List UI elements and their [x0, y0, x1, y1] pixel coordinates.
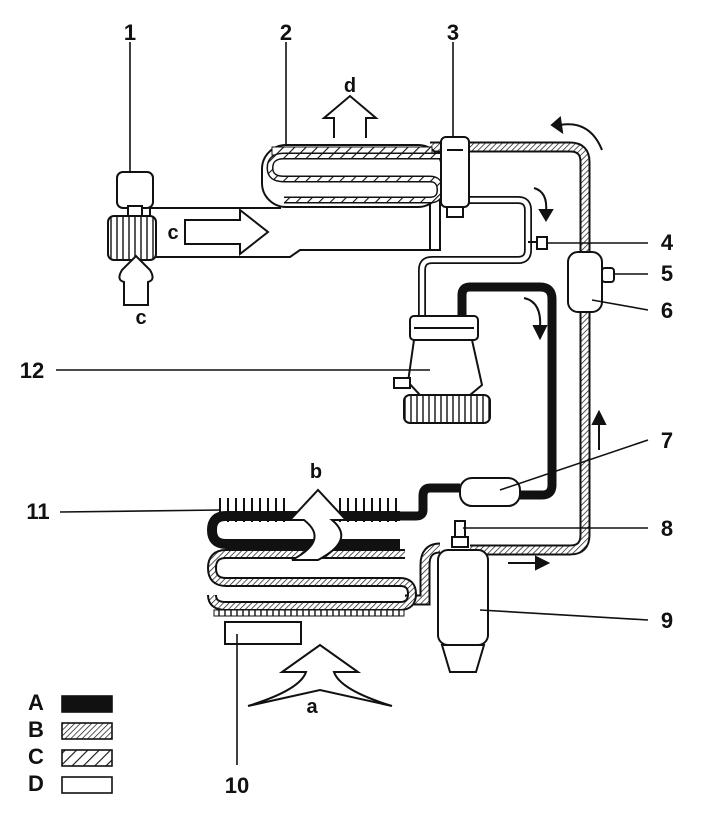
- expansion-valve: [440, 136, 470, 218]
- callout-3: 3: [447, 20, 459, 45]
- compressor: [393, 315, 491, 424]
- callout-8: 8: [661, 516, 673, 541]
- condenser: [206, 498, 418, 617]
- callout-11: 11: [26, 499, 49, 524]
- condenser-fan-unit: [224, 621, 302, 645]
- blower-motor: [107, 171, 157, 261]
- callout-1: 1: [124, 20, 136, 45]
- airflow-arrow-d: [321, 94, 379, 138]
- legend-swatch-b: [61, 722, 113, 740]
- callout-4: 4: [661, 230, 674, 255]
- legend-key-b: B: [28, 717, 44, 742]
- airflow-arrow-c-inlet: [118, 254, 154, 306]
- receiver-drier: [567, 251, 603, 313]
- callout-12: 12: [20, 358, 44, 383]
- callout-leader-lines: [56, 42, 649, 765]
- legend-swatch-a: [61, 695, 113, 713]
- callout-2: 2: [280, 20, 292, 45]
- evaporator: [261, 144, 444, 208]
- legend-swatch-c: [61, 749, 113, 767]
- flow-label-b: b: [310, 461, 322, 483]
- legend: A B C D: [28, 690, 113, 796]
- high-pressure-service-valve: [451, 520, 469, 548]
- legend-swatch-d: [61, 776, 113, 794]
- liquid-line-pipe: [405, 141, 591, 606]
- flow-label-d: d: [344, 75, 356, 97]
- flow-label-c-inlet: c: [135, 307, 146, 329]
- legend-key-c: C: [28, 744, 44, 769]
- flow-label-c-duct: c: [167, 222, 178, 244]
- airflow-arrow-c-duct: [184, 207, 270, 257]
- airflow-arrow-a: [247, 643, 393, 707]
- accumulator: [437, 549, 489, 673]
- flow-label-a: a: [306, 696, 318, 718]
- airflow-arrow-b: [287, 488, 349, 561]
- legend-key-d: D: [28, 771, 44, 796]
- callout-7: 7: [661, 428, 673, 453]
- discharge-line-pipe: [400, 282, 557, 521]
- muffler: [459, 477, 521, 507]
- callout-6: 6: [661, 298, 673, 323]
- callout-10: 10: [225, 773, 249, 798]
- pressure-switch: [601, 267, 615, 283]
- callout-5: 5: [661, 261, 673, 286]
- legend-key-a: A: [28, 690, 44, 715]
- refrigerant-flow-arrows: [508, 116, 607, 571]
- low-pressure-service-valve: [536, 236, 548, 250]
- callout-9: 9: [661, 608, 673, 633]
